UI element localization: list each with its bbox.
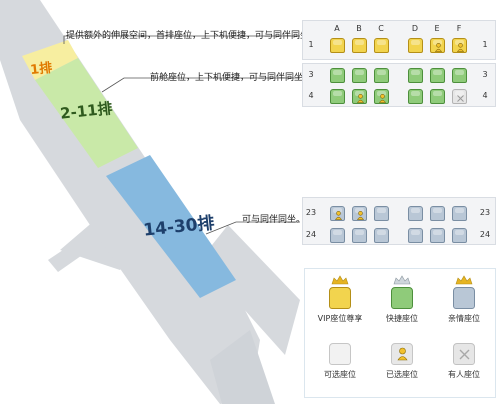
row-number-4-left: 4 bbox=[308, 91, 314, 100]
seat-3f[interactable] bbox=[452, 68, 467, 83]
row-number-23-left: 23 bbox=[305, 208, 317, 217]
seat-4a[interactable] bbox=[330, 89, 345, 104]
right-wing bbox=[200, 225, 300, 355]
callout-zone-1: 提供额外的伸展空间，首排座位，上下机便捷，可与同伴同坐； bbox=[66, 31, 319, 41]
legend-family-label: 亲情座位 bbox=[448, 314, 480, 323]
seat-24b[interactable] bbox=[352, 228, 367, 243]
column-letter-b: B bbox=[356, 24, 362, 33]
legend-quick-label: 快捷座位 bbox=[386, 314, 418, 323]
legend-available: 可选座位 bbox=[309, 343, 371, 380]
zone-1-area bbox=[22, 40, 78, 80]
legend-selected-seat-icon bbox=[391, 343, 413, 365]
legend-selected-label: 已选座位 bbox=[386, 370, 418, 379]
seat-23c[interactable] bbox=[374, 206, 389, 221]
row-number-24-right: 24 bbox=[479, 230, 491, 239]
seat-24a[interactable] bbox=[330, 228, 345, 243]
column-letter-c: C bbox=[378, 24, 384, 33]
person-icon bbox=[397, 347, 408, 361]
row-number-3-left: 3 bbox=[308, 70, 314, 79]
crown-silver-icon bbox=[393, 275, 411, 285]
cross-icon bbox=[459, 349, 470, 360]
seat-4b[interactable] bbox=[352, 89, 367, 104]
callout-zone-3: 可与同伴同坐。 bbox=[242, 215, 306, 225]
legend-vip-label: VIP座位尊享 bbox=[317, 314, 363, 323]
legend-family: 亲情座位 bbox=[433, 275, 495, 324]
legend-selected: 已选座位 bbox=[371, 343, 433, 380]
seat-3d[interactable] bbox=[408, 68, 423, 83]
callout-line-1 bbox=[63, 35, 300, 44]
callout-line-2 bbox=[101, 77, 300, 93]
seat-24e[interactable] bbox=[430, 228, 445, 243]
seat-24f[interactable] bbox=[452, 228, 467, 243]
seat-3a[interactable] bbox=[330, 68, 345, 83]
seat-24c[interactable] bbox=[374, 228, 389, 243]
seat-4e[interactable] bbox=[430, 89, 445, 104]
seat-3c[interactable] bbox=[374, 68, 389, 83]
callout-line-3 bbox=[205, 221, 300, 235]
seat-23e[interactable] bbox=[430, 206, 445, 221]
legend-quick-seat-icon bbox=[391, 287, 413, 309]
legend-occupied: 有人座位 bbox=[433, 343, 495, 380]
column-letter-f: F bbox=[456, 24, 462, 33]
legend-occupied-seat-icon bbox=[453, 343, 475, 365]
seat-23b[interactable] bbox=[352, 206, 367, 221]
seat-24d[interactable] bbox=[408, 228, 423, 243]
crown-gold-icon bbox=[331, 275, 349, 285]
legend-quick: 快捷座位 bbox=[371, 275, 433, 324]
legend-vip: VIP座位尊享 bbox=[309, 275, 371, 324]
seat-1f[interactable] bbox=[452, 38, 467, 53]
engine-left bbox=[48, 232, 98, 272]
legend-available-seat-icon bbox=[329, 343, 351, 365]
column-letter-e: E bbox=[434, 24, 440, 33]
seat-4d[interactable] bbox=[408, 89, 423, 104]
seat-23f[interactable] bbox=[452, 206, 467, 221]
seat-23d[interactable] bbox=[408, 206, 423, 221]
legend-occupied-label: 有人座位 bbox=[448, 370, 480, 379]
row-number-23-right: 23 bbox=[479, 208, 491, 217]
row-number-1-right: 1 bbox=[482, 40, 488, 49]
crown-gold-icon bbox=[455, 275, 473, 285]
seat-1a[interactable] bbox=[330, 38, 345, 53]
seat-3b[interactable] bbox=[352, 68, 367, 83]
zone-1-label: 1排 bbox=[29, 60, 53, 79]
seat-4c[interactable] bbox=[374, 89, 389, 104]
seat-4f bbox=[452, 89, 467, 104]
row-number-4-right: 4 bbox=[482, 91, 488, 100]
callout-zone-2: 前舱座位，上下机便捷，可与同伴同坐； bbox=[150, 73, 313, 83]
zone-2-area bbox=[35, 58, 138, 168]
seat-1d[interactable] bbox=[408, 38, 423, 53]
legend-family-seat-icon bbox=[453, 287, 475, 309]
row-number-24-left: 24 bbox=[305, 230, 317, 239]
row-number-3-right: 3 bbox=[482, 70, 488, 79]
seat-23a[interactable] bbox=[330, 206, 345, 221]
seat-1b[interactable] bbox=[352, 38, 367, 53]
seat-1c[interactable] bbox=[374, 38, 389, 53]
legend-available-label: 可选座位 bbox=[324, 370, 356, 379]
legend-vip-seat-icon bbox=[329, 287, 351, 309]
seat-1e[interactable] bbox=[430, 38, 445, 53]
column-letter-a: A bbox=[334, 24, 340, 33]
zone-3-area bbox=[106, 155, 236, 298]
tail bbox=[210, 330, 275, 404]
row-number-1-left: 1 bbox=[308, 40, 314, 49]
seat-3e[interactable] bbox=[430, 68, 445, 83]
seat-legend: VIP座位尊享 快捷座位 亲情座位 可选座位 已选座位 有人座位 bbox=[304, 268, 496, 398]
column-letter-d: D bbox=[411, 24, 419, 33]
